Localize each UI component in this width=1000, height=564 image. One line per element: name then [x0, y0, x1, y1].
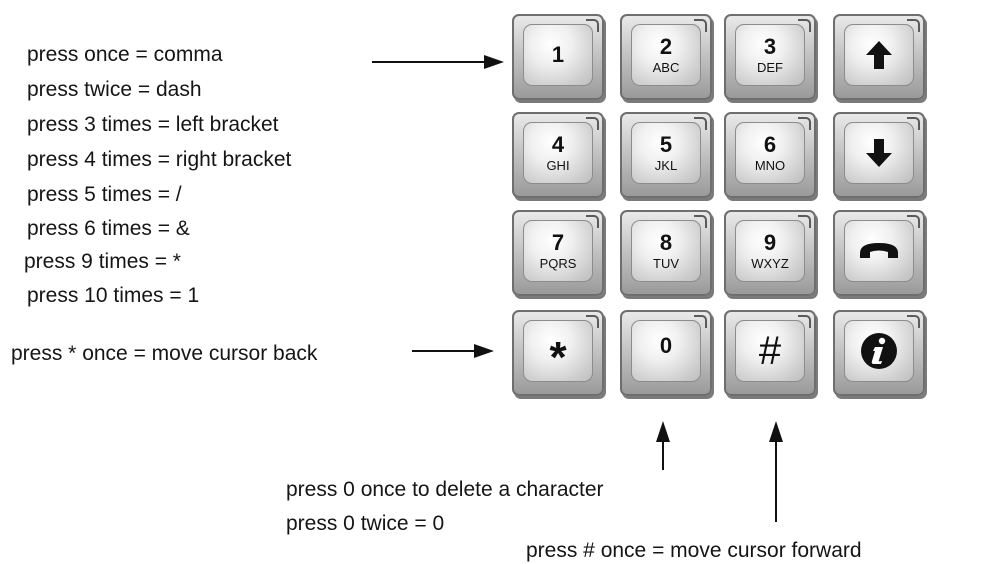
key-9-face: 9 WXYZ	[735, 220, 805, 282]
key-5[interactable]: 5 JKL	[620, 112, 712, 198]
note-key1-press-5: press 5 times = /	[27, 183, 182, 206]
key-hash-face: #	[735, 320, 805, 382]
key-6-letters: MNO	[754, 158, 786, 173]
up-arrow-icon	[866, 41, 892, 69]
key-4[interactable]: 4 GHI	[512, 112, 604, 198]
key-4-face: 4 GHI	[523, 122, 593, 184]
key-2-letters: ABC	[652, 60, 680, 75]
arrow-to-hash-key	[769, 421, 783, 522]
key-hang-up[interactable]	[833, 210, 925, 296]
key-4-letters: GHI	[546, 158, 570, 173]
key-2-face: 2 ABC	[631, 24, 701, 86]
key-corner-mark	[586, 19, 599, 32]
key-0[interactable]: 0	[620, 310, 712, 396]
arrow-to-key-1	[372, 55, 504, 69]
key-6[interactable]: 6 MNO	[724, 112, 816, 198]
key-up[interactable]	[833, 14, 925, 100]
key-down-face	[844, 122, 914, 184]
note-key1-press-once: press once = comma	[27, 43, 223, 66]
note-key1-press-3: press 3 times = left bracket	[27, 113, 279, 136]
note-key1-press-6: press 6 times = &	[27, 217, 190, 240]
key-corner-mark	[586, 117, 599, 130]
key-2-digit: 2	[659, 34, 673, 59]
key-corner-mark	[907, 215, 920, 228]
key-1-digit: 1	[551, 42, 565, 67]
key-5-digit: 5	[659, 132, 673, 157]
key-0-face: 0	[631, 320, 701, 382]
note-key1-press-twice: press twice = dash	[27, 78, 202, 101]
note-zero-twice: press 0 twice = 0	[286, 512, 445, 535]
key-1-face: 1	[523, 24, 593, 86]
key-corner-mark	[586, 215, 599, 228]
note-key1-press-4: press 4 times = right bracket	[27, 148, 292, 171]
key-8[interactable]: 8 TUV	[620, 210, 712, 296]
key-9[interactable]: 9 WXYZ	[724, 210, 816, 296]
key-7-letters: PQRS	[539, 256, 577, 271]
key-corner-mark	[798, 315, 811, 328]
key-corner-mark	[798, 19, 811, 32]
note-key1-press-9: press 9 times = *	[24, 250, 181, 273]
note-zero-delete: press 0 once to delete a character	[286, 478, 604, 501]
info-icon	[861, 333, 897, 369]
key-hash[interactable]: #	[724, 310, 816, 396]
key-corner-mark	[694, 215, 707, 228]
key-corner-mark	[907, 19, 920, 32]
key-8-face: 8 TUV	[631, 220, 701, 282]
key-4-digit: 4	[551, 132, 565, 157]
note-star-key: press * once = move cursor back	[11, 342, 318, 365]
key-3-letters: DEF	[757, 60, 783, 75]
key-corner-mark	[907, 315, 920, 328]
arrow-to-star-key	[412, 344, 494, 358]
note-hash-key: press # once = move cursor forward	[526, 539, 862, 562]
key-corner-mark	[798, 215, 811, 228]
key-hang-up-face	[844, 220, 914, 282]
key-5-face: 5 JKL	[631, 122, 701, 184]
arrow-to-zero-key	[656, 421, 670, 470]
key-0-digit: 0	[659, 333, 673, 358]
key-2[interactable]: 2 ABC	[620, 14, 712, 100]
key-corner-mark	[694, 117, 707, 130]
key-star-face: *	[523, 320, 593, 382]
key-3-face: 3 DEF	[735, 24, 805, 86]
key-3-digit: 3	[763, 34, 777, 59]
key-down[interactable]	[833, 112, 925, 198]
key-corner-mark	[586, 315, 599, 328]
key-info[interactable]	[833, 310, 925, 396]
note-key1-press-10: press 10 times = 1	[27, 284, 200, 307]
key-7-digit: 7	[551, 230, 565, 255]
key-8-letters: TUV	[653, 256, 679, 271]
key-star-symbol: *	[549, 333, 567, 382]
key-corner-mark	[694, 315, 707, 328]
down-arrow-icon	[866, 139, 892, 167]
key-up-face	[844, 24, 914, 86]
key-9-letters: WXYZ	[751, 256, 789, 271]
key-3[interactable]: 3 DEF	[724, 14, 816, 100]
key-6-face: 6 MNO	[735, 122, 805, 184]
key-5-letters: JKL	[654, 158, 678, 173]
key-7[interactable]: 7 PQRS	[512, 210, 604, 296]
hang-up-phone-icon	[860, 243, 898, 258]
key-star[interactable]: *	[512, 310, 604, 396]
key-hash-symbol: #	[758, 329, 782, 373]
key-9-digit: 9	[763, 230, 777, 255]
key-8-digit: 8	[659, 230, 673, 255]
key-1[interactable]: 1	[512, 14, 604, 100]
key-info-face	[844, 320, 914, 382]
key-corner-mark	[694, 19, 707, 32]
key-corner-mark	[907, 117, 920, 130]
key-corner-mark	[798, 117, 811, 130]
key-7-face: 7 PQRS	[523, 220, 593, 282]
key-6-digit: 6	[763, 132, 777, 157]
